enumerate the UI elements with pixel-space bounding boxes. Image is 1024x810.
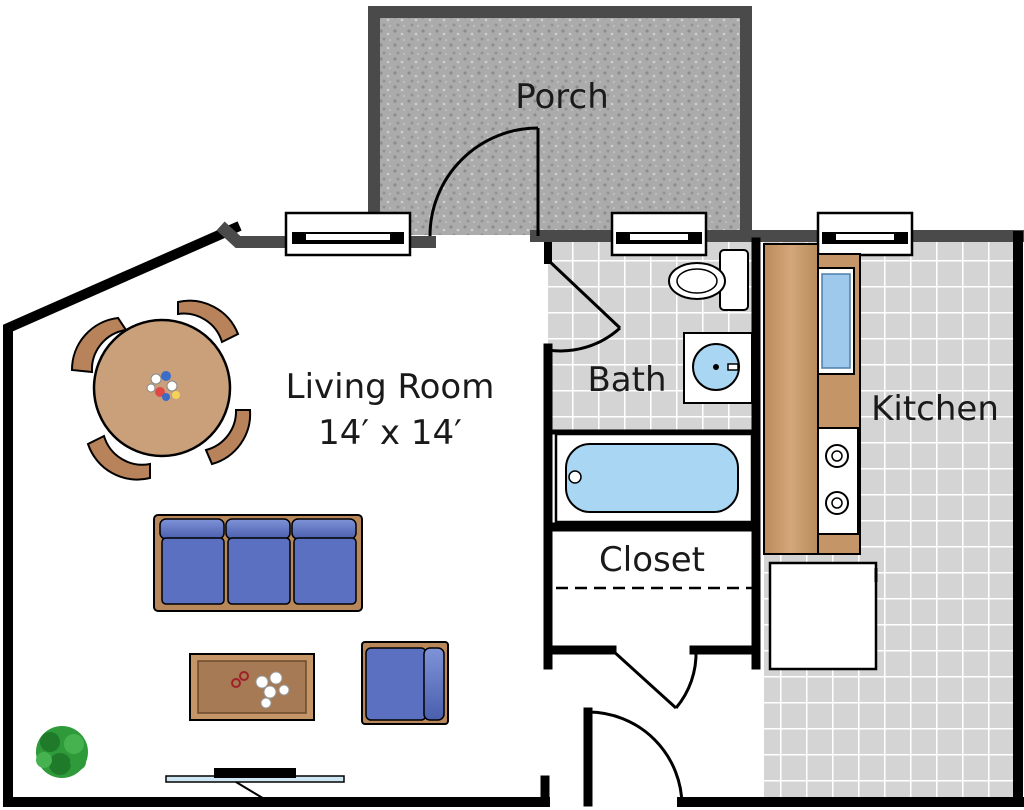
stove-icon — [817, 427, 859, 535]
porch-wall — [368, 6, 752, 236]
plant-icon — [36, 726, 88, 778]
door-swing-icon — [546, 258, 622, 353]
door-swing-icon — [428, 126, 540, 237]
coffee-table-icon — [189, 653, 315, 721]
sink-icon — [683, 332, 753, 404]
flowers-icon — [146, 371, 180, 401]
living-room-label: Living Room — [286, 367, 495, 407]
dining-table-icon — [70, 299, 252, 481]
kitchen-sink-icon — [817, 267, 855, 375]
porch — [368, 6, 752, 236]
window-icon — [284, 211, 412, 257]
door-swing-icon — [610, 648, 698, 710]
walls — [3, 221, 1024, 807]
refrigerator-icon — [768, 561, 878, 671]
bath-label: Bath — [587, 360, 666, 400]
closet-label: Closet — [599, 540, 705, 580]
living-room-size-label: 14′ x 14′ — [318, 413, 462, 453]
armchair-icon — [361, 641, 449, 725]
window-icon — [816, 211, 914, 257]
sofa-icon — [153, 514, 363, 612]
exterior-wall-left — [3, 221, 550, 807]
bathtub-icon — [554, 432, 754, 524]
door-swing-icon — [587, 710, 684, 807]
porch-label: Porch — [515, 77, 609, 117]
kitchen-label: Kitchen — [871, 389, 999, 429]
window-icon — [610, 211, 708, 257]
porch-floor — [380, 15, 742, 235]
toilet-icon — [668, 249, 749, 311]
tv-stand-icon — [165, 768, 345, 801]
